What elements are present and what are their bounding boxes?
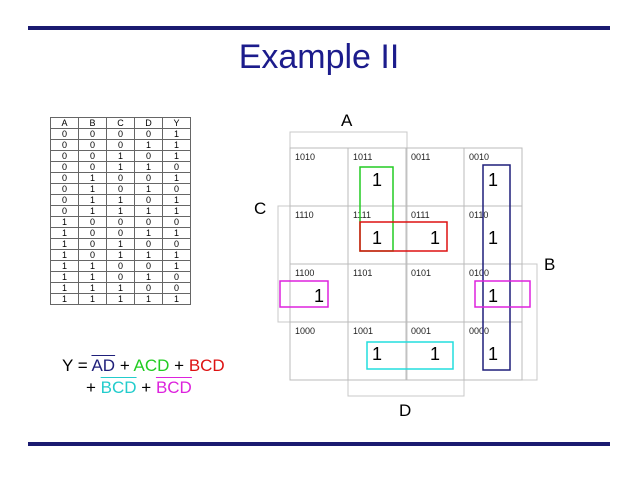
kmap-grid xyxy=(289,147,523,381)
equation-line-1: Y = AD + ACD + BCD xyxy=(62,355,225,377)
plus-3: + xyxy=(86,378,101,397)
kmap-cell-code: 1111 xyxy=(353,210,371,220)
kmap-cell-code: 1000 xyxy=(295,326,315,336)
kmap-cell-code: 0110 xyxy=(469,210,488,220)
kmap-groups xyxy=(279,164,531,371)
term-bcd-magenta: BCD xyxy=(155,378,192,397)
kmap-cell-code: 0001 xyxy=(411,326,431,336)
group-ad-loop xyxy=(482,164,511,371)
kmap-cell-value: 1 xyxy=(314,286,324,306)
kmap-cell-value: 1 xyxy=(430,344,440,364)
kmap-label-c: C xyxy=(254,199,266,218)
kmap-cell-code: 1001 xyxy=(353,326,373,336)
plus-1: + xyxy=(115,356,134,375)
kmap-cell-code: 0010 xyxy=(469,152,489,162)
top-rule xyxy=(28,26,610,30)
kmap-cell-code: 1010 xyxy=(295,152,315,162)
kmap-cell-code: 0101 xyxy=(411,268,431,278)
kmap-cell-value: 1 xyxy=(488,344,498,364)
page-title: Example II xyxy=(238,38,400,76)
kmap-cell-code: 0000 xyxy=(469,326,489,336)
table-cell: 1 xyxy=(78,293,107,305)
kmap-cell-code: 1101 xyxy=(353,268,372,278)
table-cell: 1 xyxy=(162,150,191,162)
kmap-cell-value: 1 xyxy=(372,344,382,364)
kmap-cell-code: 1110 xyxy=(295,210,314,220)
plus-4: + xyxy=(136,378,156,397)
table-cell: 1 xyxy=(162,293,191,305)
kmap-cell-code: 1011 xyxy=(353,152,372,162)
equation-lhs: Y = xyxy=(62,356,92,375)
bottom-rule xyxy=(28,442,610,446)
kmap-cell-value: 1 xyxy=(488,170,498,190)
kmap-cell-code: 0100 xyxy=(469,268,489,278)
kmap-cell-code: 1100 xyxy=(295,268,314,278)
kmap-label-a: A xyxy=(341,111,353,130)
kmap-cell-value: 1 xyxy=(488,228,498,248)
kmap-cell-value: 1 xyxy=(372,170,382,190)
boolean-equation: Y = AD + ACD + BCD + BCD + BCD xyxy=(62,355,225,399)
table-cell: 1 xyxy=(162,128,191,140)
kmap-cell-value: 1 xyxy=(372,228,382,248)
kmap-cell-code: 0011 xyxy=(411,152,430,162)
group-bcd-magenta-right xyxy=(474,280,531,308)
term-bcd-cyan: BCD xyxy=(100,378,137,397)
kmap-cell-code: 0111 xyxy=(411,210,430,220)
kmap-cell-value: 1 xyxy=(430,228,440,248)
kmap-cell xyxy=(463,321,523,381)
term-bcd-red: BCD xyxy=(188,356,225,375)
plus-2: + xyxy=(169,356,189,375)
table-cell: 1 xyxy=(50,293,79,305)
group-bcd-magenta-left xyxy=(279,280,329,308)
group-bcd-cyan-loop xyxy=(366,341,454,370)
kmap-label-b: B xyxy=(544,255,555,274)
term-acd: ACD xyxy=(133,356,170,375)
kmap-label-d: D xyxy=(399,401,411,420)
group-bcd-red-loop xyxy=(359,221,448,252)
kmap-cell-value: 1 xyxy=(488,286,498,306)
term-ad: AD xyxy=(91,356,116,375)
equation-line-2: + BCD + BCD xyxy=(62,377,225,399)
